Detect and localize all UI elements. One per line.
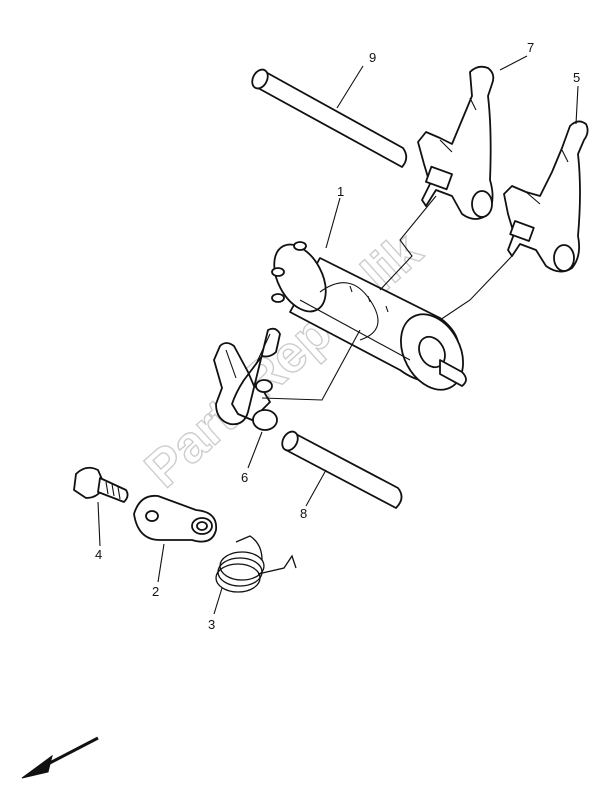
shift-drum xyxy=(271,241,467,391)
bolt-4 xyxy=(73,466,129,503)
callout-2: 2 xyxy=(152,584,159,599)
front-direction-arrow-icon xyxy=(21,736,99,779)
callout-8: 8 xyxy=(300,506,307,521)
shift-fork-shaft-upper xyxy=(251,68,408,168)
callout-3: 3 xyxy=(208,617,215,632)
shift-fork-shaft-lower xyxy=(281,430,403,509)
callout-9: 9 xyxy=(369,50,376,65)
shift-fork-7 xyxy=(417,65,495,220)
stopper-lever-2 xyxy=(133,494,218,543)
callout-5: 5 xyxy=(573,70,580,85)
shift-fork-5 xyxy=(503,120,589,273)
callout-6: 6 xyxy=(241,470,248,485)
torsion-spring-3 xyxy=(215,535,297,593)
callout-labels: 1 2 3 4 5 6 7 8 9 xyxy=(95,40,580,632)
callout-1: 1 xyxy=(337,184,344,199)
assembly-guide-lines xyxy=(261,195,513,401)
leader-lines xyxy=(97,55,579,615)
shift-fork-6 xyxy=(213,327,281,431)
callout-4: 4 xyxy=(95,547,102,562)
callout-7: 7 xyxy=(527,40,534,55)
